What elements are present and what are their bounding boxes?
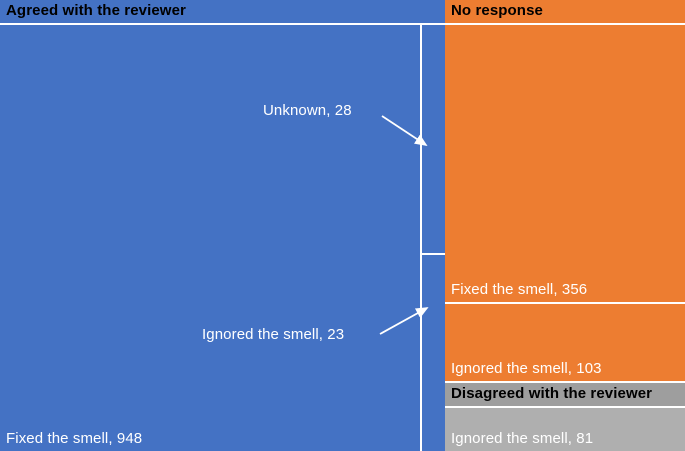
group-header-no-response-label: No response: [451, 2, 543, 19]
group-header-no-response: No response: [445, 0, 685, 23]
cell-agreed-fixed: Fixed the smell, 948: [0, 25, 420, 451]
cell-noresponse-ignored-label: Ignored the smell, 103: [451, 360, 602, 377]
cell-agreed-fixed-label: Fixed the smell, 948: [6, 430, 143, 447]
cell-noresponse-fixed-label: Fixed the smell, 356: [451, 281, 588, 298]
cell-agreed-ignored: [422, 255, 445, 451]
group-header-agreed: Agreed with the reviewer: [0, 0, 445, 23]
cell-disagreed-ignored: Ignored the smell, 81: [445, 408, 685, 451]
group-header-disagreed: Disagreed with the reviewer: [445, 383, 685, 406]
annotation-unknown: Unknown, 28: [263, 102, 352, 119]
cell-noresponse-fixed: Fixed the smell, 356: [445, 25, 685, 302]
group-header-disagreed-label: Disagreed with the reviewer: [451, 385, 653, 402]
cell-agreed-unknown: [422, 25, 445, 253]
annotation-ignored-23: Ignored the smell, 23: [202, 326, 345, 343]
group-header-agreed-label: Agreed with the reviewer: [6, 2, 186, 19]
cell-noresponse-ignored: Ignored the smell, 103: [445, 304, 685, 381]
cell-disagreed-ignored-label: Ignored the smell, 81: [451, 430, 594, 447]
